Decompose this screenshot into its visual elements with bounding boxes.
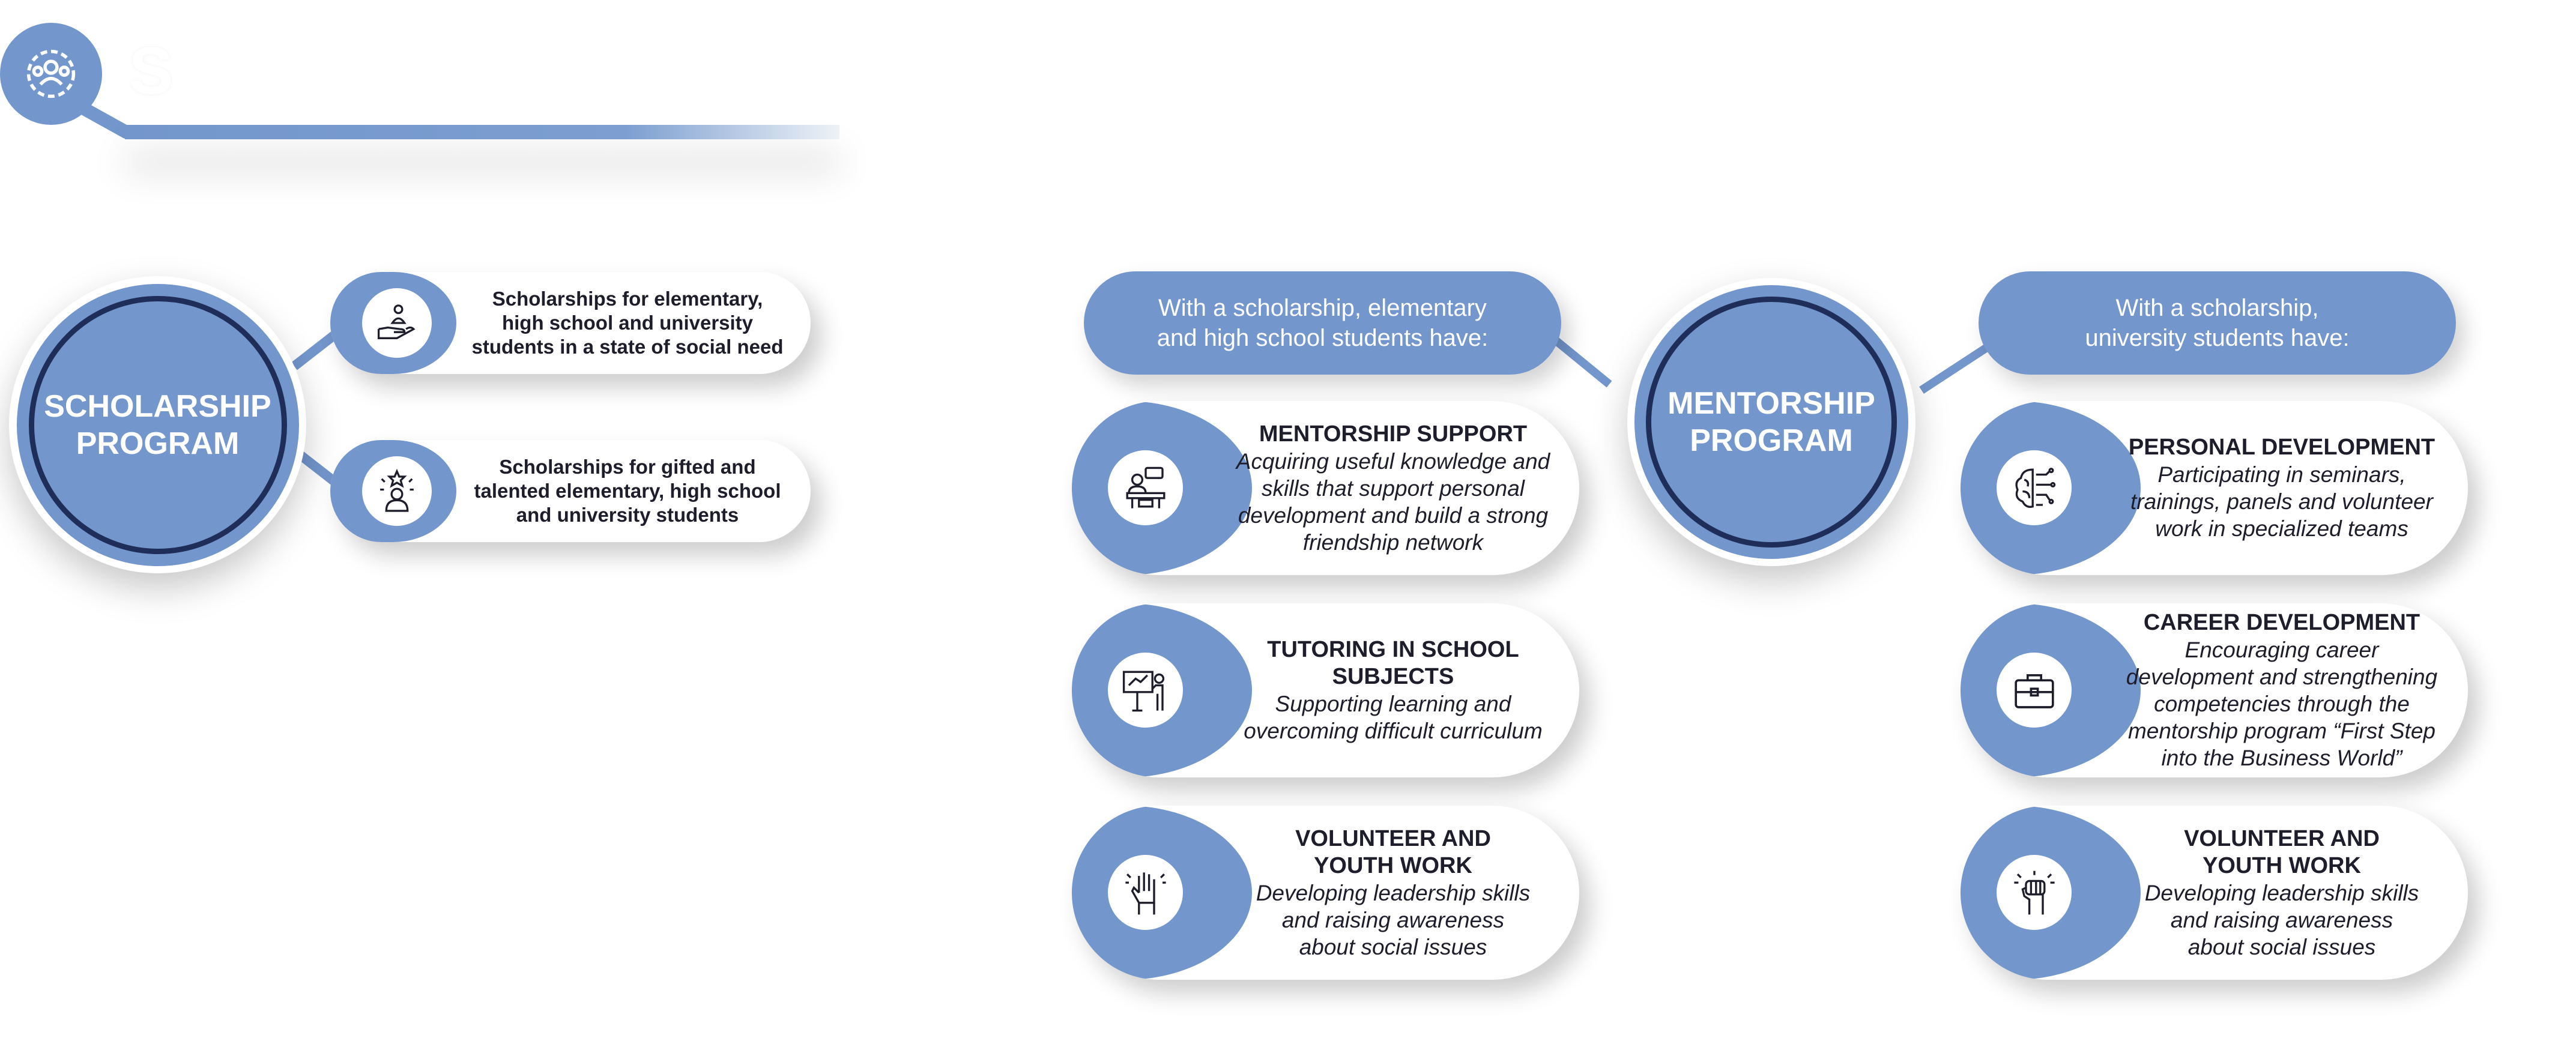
mentorship-right-header: With a scholarship, university students …	[1979, 271, 2456, 375]
item-title: SUBJECTS	[1332, 664, 1454, 689]
item-desc: Participating in seminars,	[2157, 462, 2406, 487]
mentorship-right-header-line1: With a scholarship,	[2115, 295, 2319, 321]
scholarship-item-gifted: Scholarships for gifted and talented ele…	[330, 440, 811, 542]
mentorship-title-line2: PROGRAM	[1690, 423, 1853, 458]
scholarship-item-social-need: Scholarships for elementary, high school…	[330, 272, 811, 374]
mentor-desk-icon	[1126, 466, 1165, 508]
item-desc: Encouraging career	[2184, 638, 2379, 662]
item-title: YOUTH WORK	[2203, 852, 2361, 878]
item-desc: mentorship program “First Step	[2127, 719, 2435, 743]
item-desc: about social issues	[2187, 934, 2376, 959]
mentorship-right-header-line2: university students have:	[2085, 325, 2350, 351]
item-title: TUTORING IN SCHOOL	[1267, 637, 1519, 662]
hand-holding-person-icon	[377, 304, 416, 339]
mentorship-left-item-volunteer: VOLUNTEER AND YOUTH WORK Developing lead…	[1072, 806, 1579, 980]
mentorship-right-item-volunteer: VOLUNTEER AND YOUTH WORK Developing lead…	[1961, 806, 2468, 980]
item-desc: development and strengthening	[2126, 665, 2438, 689]
item-desc: about social issues	[1299, 934, 1487, 959]
scholarship-item-line: students in a state of social need	[471, 336, 784, 358]
mentorship-left-item-support: MENTORSHIP SUPPORT Acquiring useful know…	[1072, 401, 1579, 575]
item-title: YOUTH WORK	[1314, 852, 1472, 878]
item-desc: Developing leadership skills	[2144, 880, 2419, 905]
item-desc: Developing leadership skills	[1256, 880, 1531, 905]
item-desc: competencies through the	[2154, 692, 2410, 716]
mentorship-left-header: With a scholarship, elementary and high …	[1084, 271, 1561, 375]
scholarship-title-line2: PROGRAM	[76, 426, 240, 461]
briefcase-icon	[2014, 674, 2054, 708]
people-gear-icon	[26, 49, 76, 98]
item-title: VOLUNTEER AND	[1295, 825, 1491, 851]
item-desc: skills that support personal	[1261, 475, 1525, 501]
scholarship-item-line: talented elementary, high school	[474, 480, 781, 502]
item-desc: and raising awareness	[2170, 907, 2393, 932]
item-desc: trainings, panels and volunteer	[2130, 489, 2433, 514]
mentorship-left-item-tutoring: TUTORING IN SCHOOL SUBJECTS Supporting l…	[1072, 603, 1579, 777]
mentorship-program-circle: MENTORSHIP PROGRAM	[1627, 278, 1915, 566]
item-desc: overcoming difficult curriculum	[1244, 719, 1543, 743]
header-underline	[125, 125, 839, 139]
mentorship-right-item-personal: PERSONAL DEVELOPMENT Participating in se…	[1961, 401, 2468, 575]
person-star-icon	[380, 468, 414, 512]
scholarship-item-line: Scholarships for elementary,	[492, 288, 763, 310]
teacher-board-icon	[1122, 671, 1164, 711]
item-desc: Acquiring useful knowledge and	[1236, 448, 1550, 474]
scholarship-title-line1: SCHOLARSHIP	[44, 388, 271, 424]
scholarship-item-line: high school and university	[501, 312, 754, 334]
item-desc: Supporting learning and	[1275, 692, 1511, 716]
item-title: CAREER DEVELOPMENT	[2143, 610, 2420, 635]
raised-fist-icon	[2013, 871, 2055, 914]
brain-circuit-icon	[2015, 467, 2055, 508]
item-desc: friendship network	[1302, 530, 1484, 555]
item-title: PERSONAL DEVELOPMENT	[2128, 435, 2435, 460]
item-desc: work in specialized teams	[2155, 516, 2408, 541]
item-desc: development and build a strong	[1238, 502, 1549, 528]
scholarship-item-line: Scholarships for gifted and	[499, 456, 756, 478]
mentorship-title-line1: MENTORSHIP	[1667, 386, 1875, 421]
item-title: MENTORSHIP SUPPORT	[1259, 421, 1528, 447]
mentorship-left-header-line2: and high school students have:	[1156, 325, 1489, 351]
scholarship-program-circle: SCHOLARSHIP PROGRAM	[9, 276, 306, 573]
raised-hand-icon	[1125, 872, 1166, 914]
item-desc: into the Business World”	[2161, 746, 2402, 770]
header-badge	[0, 23, 102, 125]
mentorship-right-item-career: CAREER DEVELOPMENT Encouraging career de…	[1961, 603, 2468, 777]
page-title: S	[129, 34, 175, 108]
mentorship-left-header-line1: With a scholarship, elementary	[1158, 295, 1487, 321]
item-desc: and raising awareness	[1281, 907, 1505, 932]
scholarship-item-line: and university students	[516, 504, 739, 526]
item-title: VOLUNTEER AND	[2184, 825, 2380, 851]
